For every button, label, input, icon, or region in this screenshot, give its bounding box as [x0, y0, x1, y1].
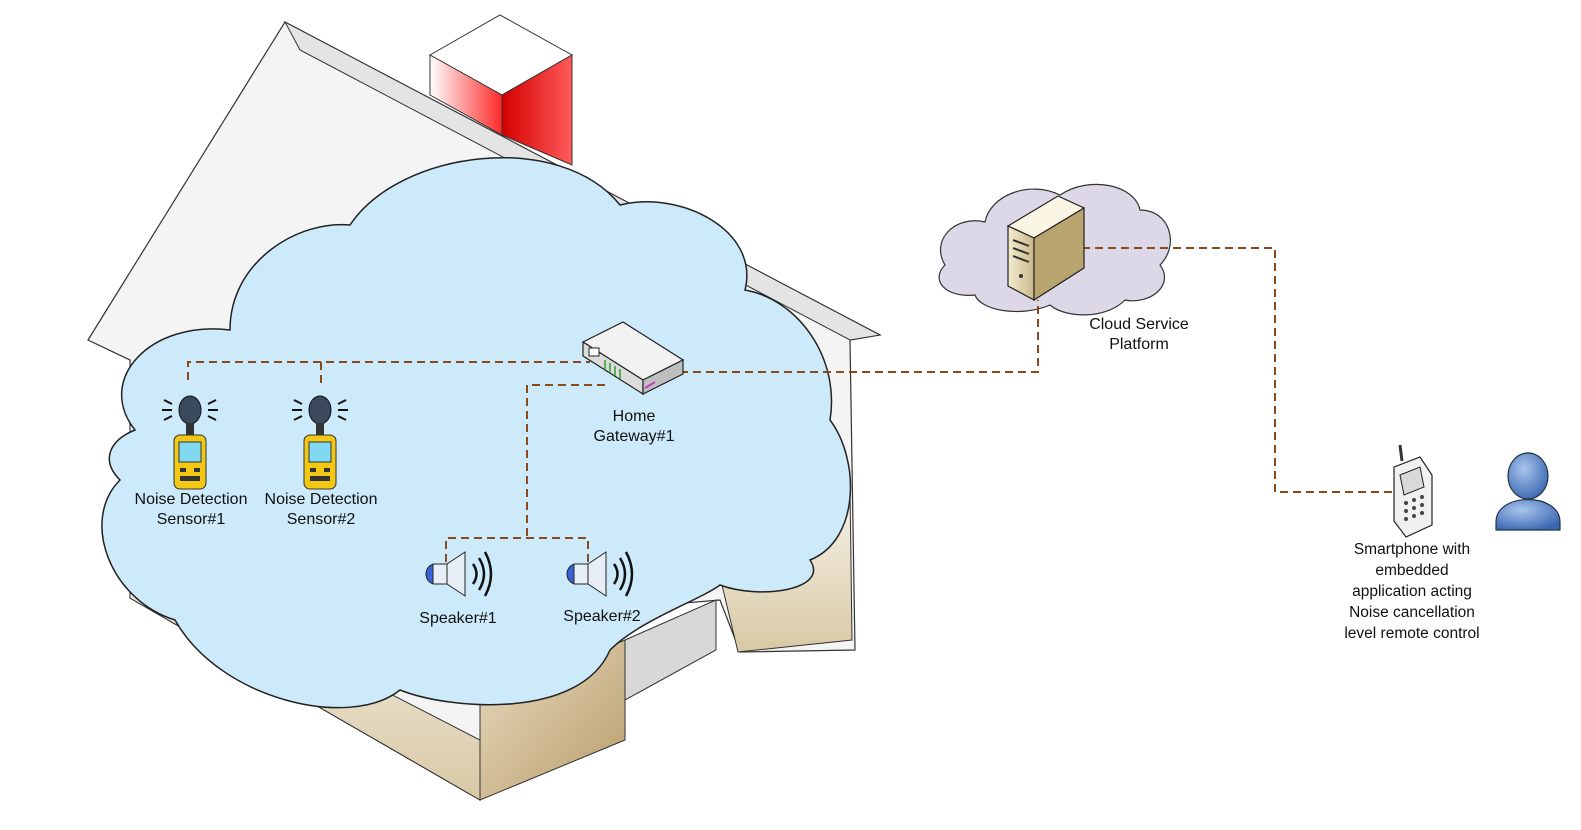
speaker-icon	[425, 551, 493, 597]
connection-lines	[187, 247, 1392, 562]
sensor-2-label-line-1: Noise Detection	[264, 491, 378, 508]
cloud-label-line-2: Platform	[1109, 336, 1169, 353]
smartphone[interactable]	[1393, 444, 1433, 538]
server-tower-icon	[1006, 195, 1086, 302]
smartphone-label-line-5: level remote control	[1344, 625, 1480, 642]
smartphone-label-line-2: embedded	[1375, 562, 1449, 579]
link-cloud-phone	[1082, 247, 1392, 493]
gateway-label-line-2: Gateway#1	[593, 428, 675, 445]
sensor-2-label-line-2: Sensor#2	[286, 511, 356, 528]
home-gateway[interactable]	[581, 321, 685, 396]
smartphone-label: Smartphone with embedded application act…	[1326, 539, 1498, 644]
smartphone-label-line-4: Noise cancellation	[1349, 604, 1475, 621]
smartphone-label-line-1: Smartphone with	[1353, 541, 1471, 558]
sensor-1-label-line-1: Noise Detection	[134, 491, 248, 508]
gateway-label-line-1: Home	[612, 408, 656, 425]
link-gateway-speakers	[526, 384, 605, 538]
noise-detection-sensor-1[interactable]	[162, 395, 218, 490]
cloud-label: Cloud Service Platform	[1074, 315, 1204, 355]
sensor-2-label: Noise Detection Sensor#2	[255, 490, 387, 530]
sensor-1-label: Noise Detection Sensor#1	[125, 490, 257, 530]
speaker-1-label-text: Speaker#1	[419, 610, 497, 627]
speaker-2[interactable]	[566, 551, 634, 597]
sensor-1-label-line-2: Sensor#1	[156, 511, 226, 528]
chimney	[428, 14, 574, 166]
smartphone-label-line-3: application acting	[1352, 583, 1472, 600]
sound-level-meter-icon	[292, 395, 348, 490]
cloud-service-server[interactable]	[1006, 195, 1086, 302]
link-sensors-gateway	[187, 361, 590, 380]
user	[1495, 452, 1561, 531]
mobile-phone-icon	[1393, 444, 1433, 538]
speaker-1[interactable]	[425, 551, 493, 597]
speaker-icon	[566, 551, 634, 597]
speaker-2-label-text: Speaker#2	[563, 608, 641, 625]
user-icon	[1495, 452, 1561, 531]
noise-detection-sensor-2[interactable]	[292, 395, 348, 490]
router-icon	[581, 321, 685, 396]
sound-level-meter-icon	[162, 395, 218, 490]
link-gateway-cloud	[680, 300, 1039, 373]
speaker-1-label: Speaker#1	[408, 609, 508, 629]
link-speaker1	[445, 537, 589, 562]
cloud-label-line-1: Cloud Service	[1089, 316, 1189, 333]
gateway-label: Home Gateway#1	[574, 407, 694, 447]
home-network-cloud	[101, 157, 852, 709]
speaker-2-label: Speaker#2	[552, 607, 652, 627]
